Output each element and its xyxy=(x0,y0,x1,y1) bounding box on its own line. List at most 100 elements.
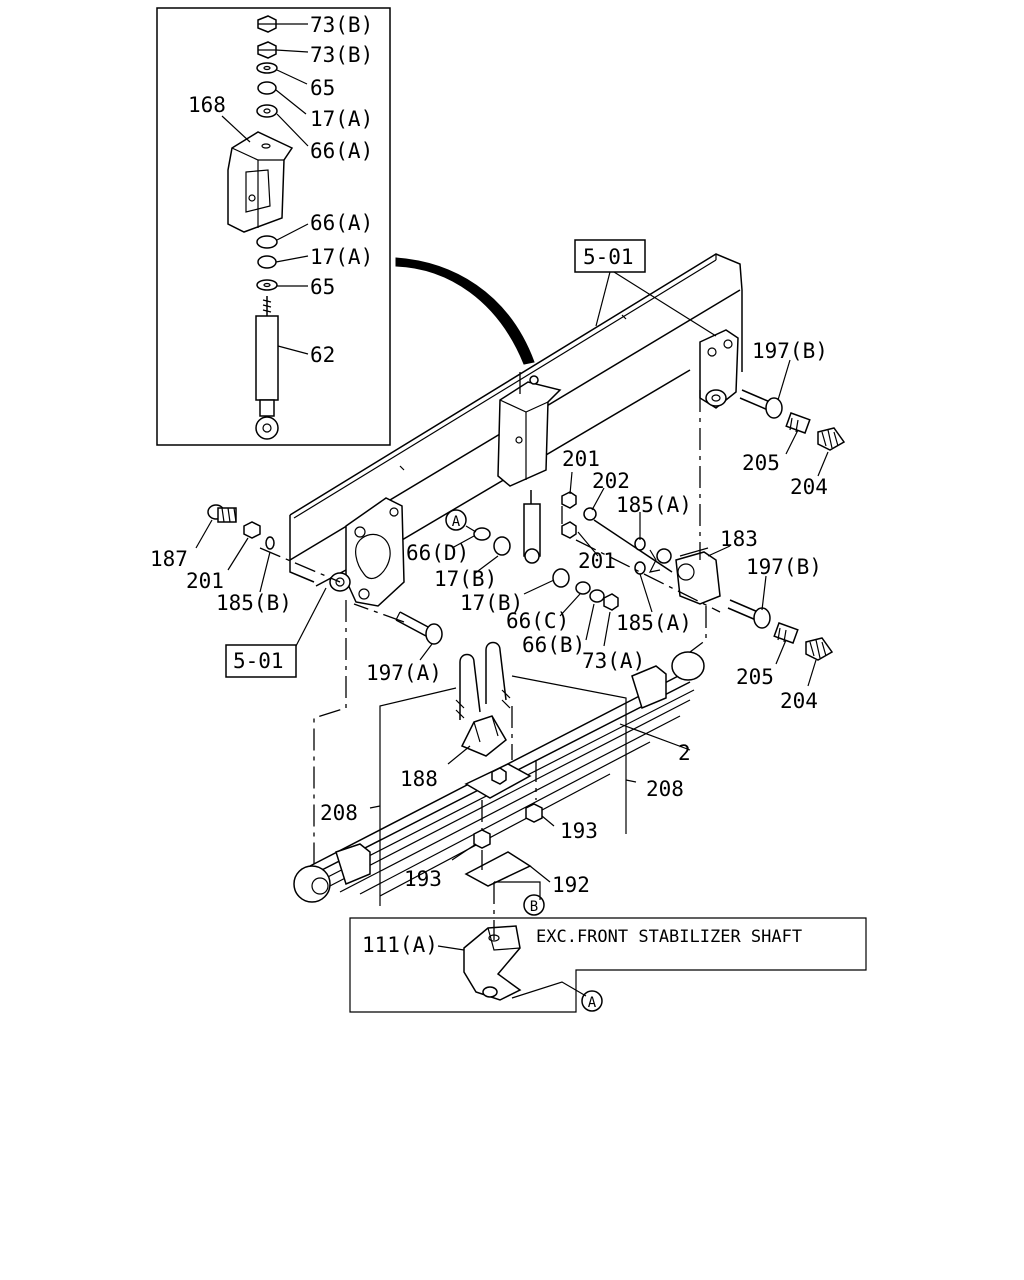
label-65-mid: 65 xyxy=(310,275,335,299)
label-201-top: 201 xyxy=(562,447,600,471)
label-185a-top: 185(A) xyxy=(616,493,692,517)
washer-66d xyxy=(473,527,491,541)
bushing-205-top xyxy=(785,412,811,434)
callout-circle-a-lower xyxy=(581,990,603,1012)
inset-pointer-arrow xyxy=(395,257,535,365)
shock-absorber-62 xyxy=(255,296,279,440)
grease-nipple-187 xyxy=(207,504,237,523)
washer-65-top xyxy=(256,62,278,74)
stabilizer-bracket-111a xyxy=(463,925,522,1001)
bushing-17a-top xyxy=(257,81,277,95)
bushing-17b-2 xyxy=(552,568,570,588)
label-66b: 66(B) xyxy=(522,633,585,657)
label-62: 62 xyxy=(310,343,335,367)
shock-absorber-main xyxy=(523,490,541,564)
label-188: 188 xyxy=(400,767,438,791)
label-65-top: 65 xyxy=(310,76,335,100)
washer-185a-bot xyxy=(634,561,646,575)
label-17a-mid: 17(A) xyxy=(310,245,373,269)
nut-201-left xyxy=(243,521,261,539)
label-205-bot: 205 xyxy=(736,665,774,689)
label-183: 183 xyxy=(720,527,758,551)
washer-66c xyxy=(575,581,591,595)
label-197a: 197(A) xyxy=(366,661,442,685)
label-66d: 66(D) xyxy=(406,541,469,565)
washer-66a-top xyxy=(256,104,278,118)
spring-pad-188 xyxy=(460,715,507,757)
spacer-plate-192 xyxy=(464,851,532,887)
bolt-197b-mid xyxy=(727,599,771,629)
label-201-left: 201 xyxy=(186,569,224,593)
label-17b-1: 17(B) xyxy=(434,567,497,591)
ref-box-5-01-top xyxy=(574,239,646,273)
bracket-168 xyxy=(227,131,294,233)
label-17b-2: 17(B) xyxy=(460,591,523,615)
callout-a-lower: A xyxy=(588,995,597,1011)
nut-193-left xyxy=(473,829,491,849)
ref-box-5-01-left xyxy=(225,644,297,678)
label-197b-top: 197(B) xyxy=(752,339,828,363)
center-lines xyxy=(259,372,721,940)
bushing-17a-mid xyxy=(257,255,277,269)
label-73a: 73(A) xyxy=(582,649,645,673)
callout-a-upper: A xyxy=(452,514,461,530)
label-204-bot: 204 xyxy=(780,689,818,713)
leader-lines xyxy=(195,359,829,951)
callout-circle-b xyxy=(523,894,545,916)
label-5-01-left: 5-01 xyxy=(233,649,284,673)
bushing-205-bot xyxy=(773,622,799,644)
label-187: 187 xyxy=(150,547,188,571)
u-bolt-pair-208 xyxy=(455,641,511,720)
bushing-17b-1 xyxy=(493,536,511,556)
shackle-stud xyxy=(593,519,673,573)
detail-inset xyxy=(156,7,391,446)
shock-bracket-on-frame xyxy=(497,375,562,487)
rear-spring-hanger xyxy=(699,329,739,409)
nut-73b-2 xyxy=(257,41,277,59)
label-193-right: 193 xyxy=(560,819,598,843)
label-111a: 111(A) xyxy=(362,933,438,957)
nut-193-right xyxy=(525,803,543,823)
label-17a-top: 17(A) xyxy=(310,107,373,131)
label-208-right: 208 xyxy=(646,777,684,801)
grease-204-top xyxy=(817,427,846,451)
label-192: 192 xyxy=(552,873,590,897)
label-73b-1: 73(B) xyxy=(310,13,373,37)
label-208-left: 208 xyxy=(320,801,358,825)
label-66a-top: 66(A) xyxy=(310,139,373,163)
nut-201-mid xyxy=(561,521,577,539)
label-201-mid: 201 xyxy=(578,549,616,573)
label-66a-mid: 66(A) xyxy=(310,211,373,235)
callout-b: B xyxy=(530,899,538,915)
label-66c: 66(C) xyxy=(506,609,569,633)
label-202: 202 xyxy=(592,469,630,493)
bolt-197a xyxy=(395,611,443,645)
nut-73b-1 xyxy=(257,15,277,33)
nut-201-top xyxy=(561,491,577,509)
bolt-197b-top xyxy=(739,389,783,419)
washer-65-mid xyxy=(256,279,278,291)
label-2: 2 xyxy=(678,741,691,765)
shackle-183 xyxy=(675,547,721,605)
nut-73a xyxy=(603,593,619,611)
note-exc-front-stabilizer: EXC.FRONT STABILIZER SHAFT xyxy=(536,927,802,947)
washer-66a-mid xyxy=(256,235,278,249)
front-spring-hanger xyxy=(329,497,405,607)
label-168: 168 xyxy=(188,93,226,117)
spring-center-plate xyxy=(464,763,532,799)
washer-185b xyxy=(265,536,275,550)
washer-66b xyxy=(589,589,605,603)
label-5-01-top: 5-01 xyxy=(583,245,634,269)
washer-202 xyxy=(583,507,597,521)
label-73b-2: 73(B) xyxy=(310,43,373,67)
grease-204-bot xyxy=(805,637,834,661)
label-185b: 185(B) xyxy=(216,591,292,615)
label-185a-bot: 185(A) xyxy=(616,611,692,635)
callout-circle-a-upper xyxy=(445,509,467,531)
bracket-lines xyxy=(295,271,867,1013)
label-193-left: 193 xyxy=(404,867,442,891)
label-197b-mid: 197(B) xyxy=(746,555,822,579)
label-205-top: 205 xyxy=(742,451,780,475)
